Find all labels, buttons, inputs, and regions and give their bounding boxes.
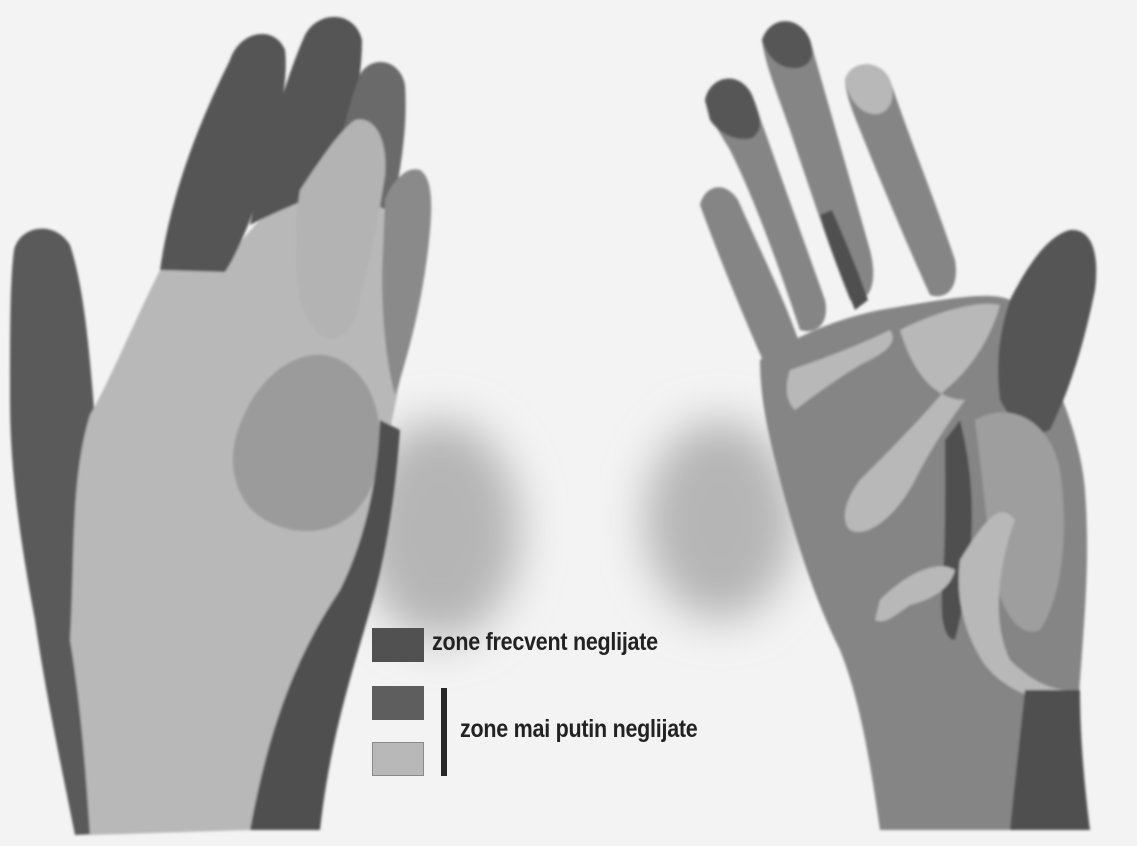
right-hand: [700, 21, 1096, 830]
left-hand-little-finger: [382, 169, 431, 395]
legend-swatch-less-light: [372, 742, 424, 776]
legend-swatch-frequent: [372, 628, 424, 662]
right-hand-shadow: [645, 420, 795, 620]
legend-swatch-less-dark: [372, 686, 424, 720]
right-hand-ring-tip: [705, 79, 760, 140]
legend-bracket: [441, 688, 447, 776]
right-hand-thumb: [998, 230, 1096, 433]
legend-label-less: zone mai putin neglijate: [460, 715, 698, 744]
legend-label-frequent: zone frecvent neglijate: [432, 628, 658, 657]
left-hand: [10, 17, 431, 835]
